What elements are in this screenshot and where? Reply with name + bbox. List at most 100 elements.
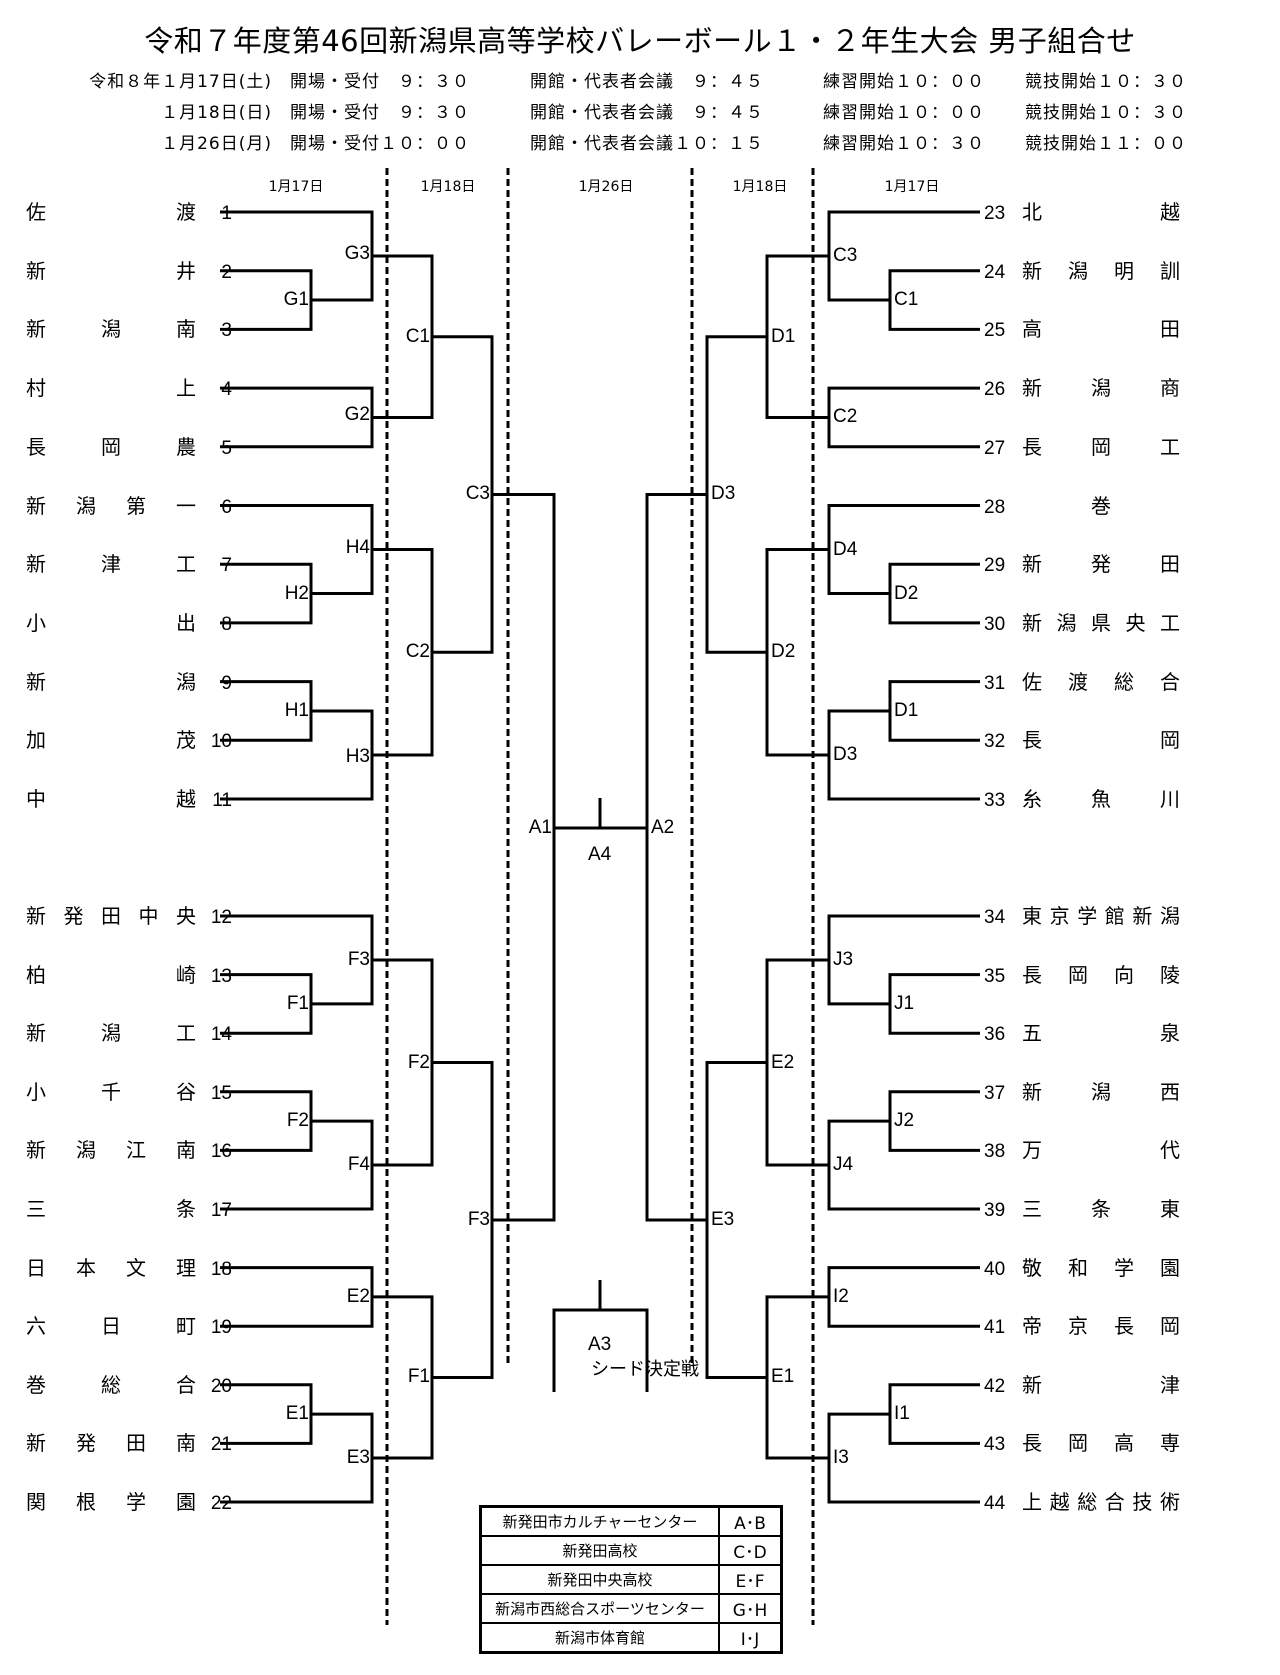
schedule-practice: 練習開始１０：００ (823, 103, 985, 123)
schedule-meeting: 開館・代表者会議１０：１５ (530, 134, 764, 154)
match-label: F1 (407, 1366, 430, 1388)
team-name: 長岡工 (1022, 434, 1180, 459)
match-line (827, 1412, 980, 1504)
match-label: D4 (833, 538, 858, 560)
team-entry: 36 五泉 (984, 1021, 1180, 1045)
team-number: 25 (984, 320, 1006, 342)
team-number: 36 (984, 1024, 1006, 1046)
team-entry: 26 新潟商 (984, 376, 1180, 400)
team-entry: 25 高田 (984, 317, 1180, 341)
team-number: 42 (984, 1375, 1006, 1397)
schedule-date: 令和８年１月17日(土) (89, 72, 272, 92)
schedule-start: 競技開始１０：３０ (1025, 103, 1187, 123)
match-label: I2 (833, 1285, 849, 1307)
team-name: 佐渡総合 (1022, 669, 1180, 694)
semifinal-line-a1 (492, 492, 556, 1222)
match-label: F3 (467, 1208, 490, 1230)
match-label: D1 (894, 699, 919, 721)
team-name: 巻 (1091, 493, 1111, 518)
day-label: 1月17日 (268, 179, 324, 195)
schedule-date: １月26日(月) (161, 134, 272, 154)
team-number: 26 (984, 379, 1006, 401)
match-label: J4 (833, 1154, 854, 1176)
match-label: G1 (283, 289, 309, 311)
team-number: 41 (984, 1317, 1006, 1339)
team-number: 22 (210, 1493, 232, 1514)
match-label: F4 (347, 1154, 370, 1176)
match-label: D2 (894, 582, 919, 604)
schedule-practice: 練習開始１０：３０ (823, 134, 985, 154)
day-label: 1月17日 (884, 179, 940, 195)
match-label: E2 (771, 1051, 795, 1073)
team-number: 21 (210, 1434, 232, 1456)
team-name: 敬和学園 (1022, 1255, 1180, 1280)
team-name: 新発田中央 (26, 904, 196, 928)
team-number: 32 (984, 731, 1006, 753)
team-number: 29 (984, 555, 1006, 577)
team-name: 新潟商 (1022, 376, 1180, 401)
team-name: 三条東 (1022, 1197, 1180, 1221)
team-name: 新潟第一 (26, 493, 196, 518)
match-label: J1 (894, 992, 915, 1014)
team-number: 1 (221, 203, 232, 224)
venue-name: 新発田高校 (479, 1535, 720, 1566)
match-label: F2 (286, 1110, 309, 1132)
team-name: 巻総合 (26, 1372, 196, 1397)
team-name: 柏崎 (26, 962, 196, 987)
team-name: 新潟南 (26, 317, 196, 342)
team-number: 38 (984, 1141, 1006, 1163)
match-label: H1 (284, 699, 309, 721)
team-name: 万代 (1022, 1138, 1180, 1163)
schedule-open: 開場・受付 ９：３０ (290, 103, 470, 123)
team-name: 高田 (1022, 317, 1180, 342)
team-name: 佐渡 (26, 200, 196, 224)
team-number: 27 (984, 437, 1006, 459)
match-label: C3 (833, 245, 858, 267)
team-entry: 38 万代 (984, 1138, 1180, 1162)
venue-blocks: A･B (718, 1505, 783, 1537)
match-label: C1 (405, 325, 430, 347)
match-label: D1 (771, 325, 796, 347)
team-name: 長岡農 (26, 434, 196, 459)
match-label: E1 (285, 1403, 309, 1425)
team-number: 23 (984, 203, 1006, 224)
match-label: H4 (345, 536, 370, 558)
team-name: 新潟 (26, 669, 196, 694)
team-name: 上越総合技術 (1022, 1490, 1180, 1514)
match-label: E3 (346, 1447, 370, 1469)
team-name: 新津工 (26, 552, 196, 577)
team-name: 三条 (26, 1197, 196, 1221)
match-label: C1 (894, 289, 919, 311)
team-name: 五泉 (1022, 1021, 1180, 1046)
match-label: A4 (588, 844, 612, 865)
team-number: 35 (984, 965, 1006, 987)
team-number: 37 (984, 1082, 1006, 1104)
match-label: H3 (345, 745, 370, 767)
team-number: 12 (210, 907, 232, 928)
team-name: 小出 (26, 610, 196, 635)
team-name: 新潟県央工 (1022, 610, 1180, 635)
venue-name: 新発田中央高校 (479, 1564, 720, 1595)
team-name: 新潟明訓 (1022, 258, 1180, 283)
day-label: 1月26日 (578, 179, 634, 195)
team-name: 日本文理 (26, 1255, 196, 1280)
match-label: D3 (711, 483, 736, 505)
